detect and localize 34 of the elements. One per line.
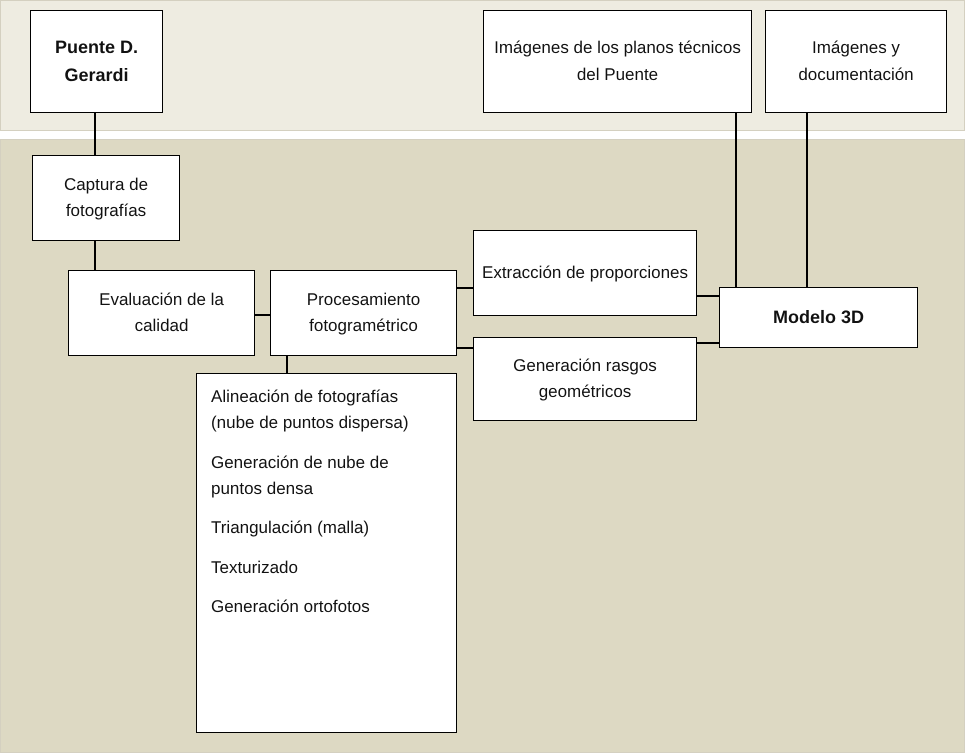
box-label: Captura de fotografías (62, 174, 150, 222)
connector-line (697, 295, 719, 297)
process-box (270, 270, 457, 356)
connector-line (255, 314, 270, 316)
box-label: Puente D. Gerardi (54, 36, 139, 86)
process-box (68, 270, 255, 356)
step-text: Texturizado (211, 556, 298, 579)
process-box (483, 10, 752, 113)
connector-line (735, 113, 737, 287)
box-label: Procesamiento fotogramétrico (306, 288, 422, 337)
box-label: Extracción de proporciones (482, 262, 688, 284)
process-box (30, 10, 163, 113)
connector-line (94, 113, 96, 155)
box-label: Imágenes y documentación (797, 37, 915, 86)
step-text: Triangulación (malla) (211, 517, 370, 540)
box-label: Modelo 3D (772, 306, 864, 329)
connector-line (457, 347, 473, 349)
box-label: Imágenes de los planos técnicos del Puente (493, 37, 742, 86)
connector-line (806, 113, 808, 287)
process-box (473, 337, 697, 421)
process-box (32, 155, 180, 241)
step-list-box (196, 373, 457, 733)
connector-line (457, 287, 473, 289)
step-text: Generación de nube de puntos densa (211, 452, 390, 500)
connector-line (94, 241, 96, 270)
process-box (765, 10, 947, 113)
process-box (473, 230, 697, 316)
step-text: Alineación de fotografías (nube de puntos dispersa) (211, 386, 410, 434)
process-box (719, 287, 918, 348)
step-text: Generación ortofotos (211, 596, 370, 618)
connector-line (286, 356, 288, 373)
box-label: Generación rasgos geométricos (512, 354, 658, 403)
box-label: Evaluación de la calidad (98, 288, 225, 337)
connector-line (697, 342, 719, 344)
